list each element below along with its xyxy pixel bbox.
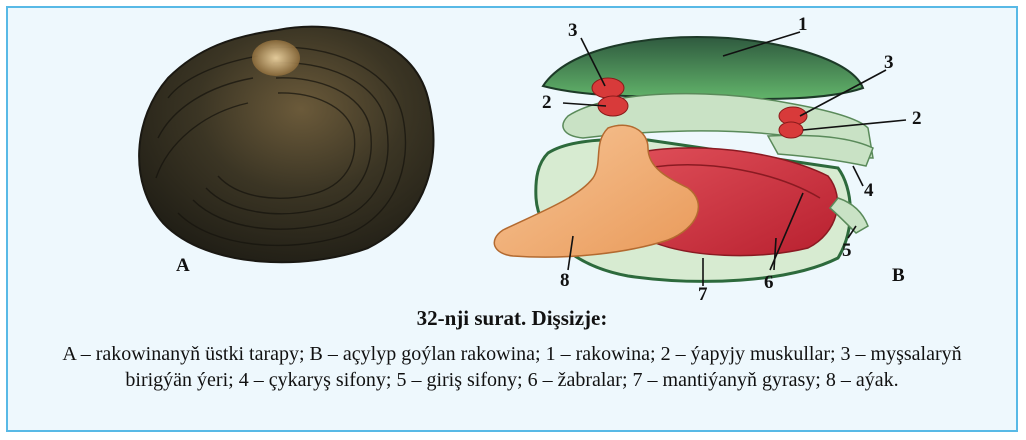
- part-label-2-right: 2: [912, 108, 922, 130]
- part-label-7: 7: [698, 284, 708, 306]
- figure-caption: A – rakowinanyň üstki tarapy; B – açylyp…: [36, 341, 988, 393]
- part-label-3-left: 3: [568, 20, 578, 42]
- figure-frame: A B 1 2 2 3 3 4 5 6 7 8 32-nji surat. Di…: [6, 6, 1018, 432]
- label-b: B: [892, 265, 905, 287]
- label-a: A: [176, 255, 190, 277]
- part-label-1: 1: [798, 14, 808, 36]
- part-label-2-left: 2: [542, 92, 552, 114]
- figure-title: 32-nji surat. Dişsizje:: [8, 306, 1016, 331]
- figure-illustration: [8, 8, 1016, 308]
- part-label-4: 4: [864, 180, 874, 202]
- part-label-8: 8: [560, 270, 570, 292]
- opened-shell-drawing: [494, 37, 873, 281]
- part-label-3-right: 3: [884, 52, 894, 74]
- closed-shell-drawing: [139, 27, 433, 263]
- part-label-5: 5: [842, 240, 852, 262]
- part-label-6: 6: [764, 272, 774, 294]
